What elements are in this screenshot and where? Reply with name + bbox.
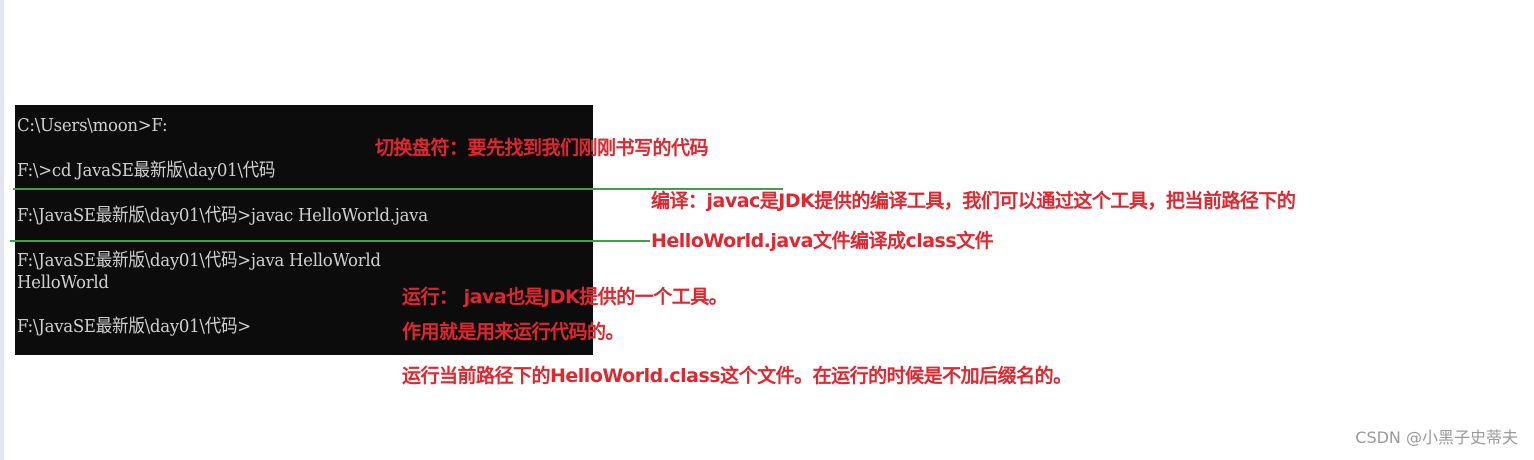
annotation-run-line1: 运行： java也是JDK提供的一个工具。 <box>402 286 728 308</box>
annotation-compile-line2: HelloWorld.java文件编译成class文件 <box>651 230 994 252</box>
command-prompt-window: C:\Users\moon>F: F:\>cd JavaSE最新版\day01\… <box>15 105 593 355</box>
highlight-line-top <box>13 188 783 190</box>
terminal-line-cd: F:\>cd JavaSE最新版\day01\代码 <box>17 160 276 181</box>
terminal-line-prompt: F:\JavaSE最新版\day01\代码> <box>17 316 251 337</box>
highlight-line-bottom <box>10 240 650 242</box>
annotation-switch-drive: 切换盘符：要先找到我们刚刚书写的代码 <box>375 137 709 159</box>
terminal-line-output: HelloWorld <box>17 272 109 293</box>
terminal-line-javac: F:\JavaSE最新版\day01\代码>javac HelloWorld.j… <box>17 205 428 226</box>
annotation-run-line3: 运行当前路径下的HelloWorld.class这个文件。在运行的时候是不加后缀… <box>402 365 1072 387</box>
csdn-watermark: CSDN @小黑子史蒂夫 <box>1355 428 1518 447</box>
annotation-run-line2: 作用就是用来运行代码的。 <box>402 321 625 343</box>
terminal-line-java: F:\JavaSE最新版\day01\代码>java HelloWorld <box>17 250 381 271</box>
annotation-compile-line1: 编译：javac是JDK提供的编译工具，我们可以通过这个工具，把当前路径下的 <box>651 190 1296 212</box>
left-edge-strip <box>0 0 4 460</box>
terminal-line-switch-drive: C:\Users\moon>F: <box>17 115 168 136</box>
